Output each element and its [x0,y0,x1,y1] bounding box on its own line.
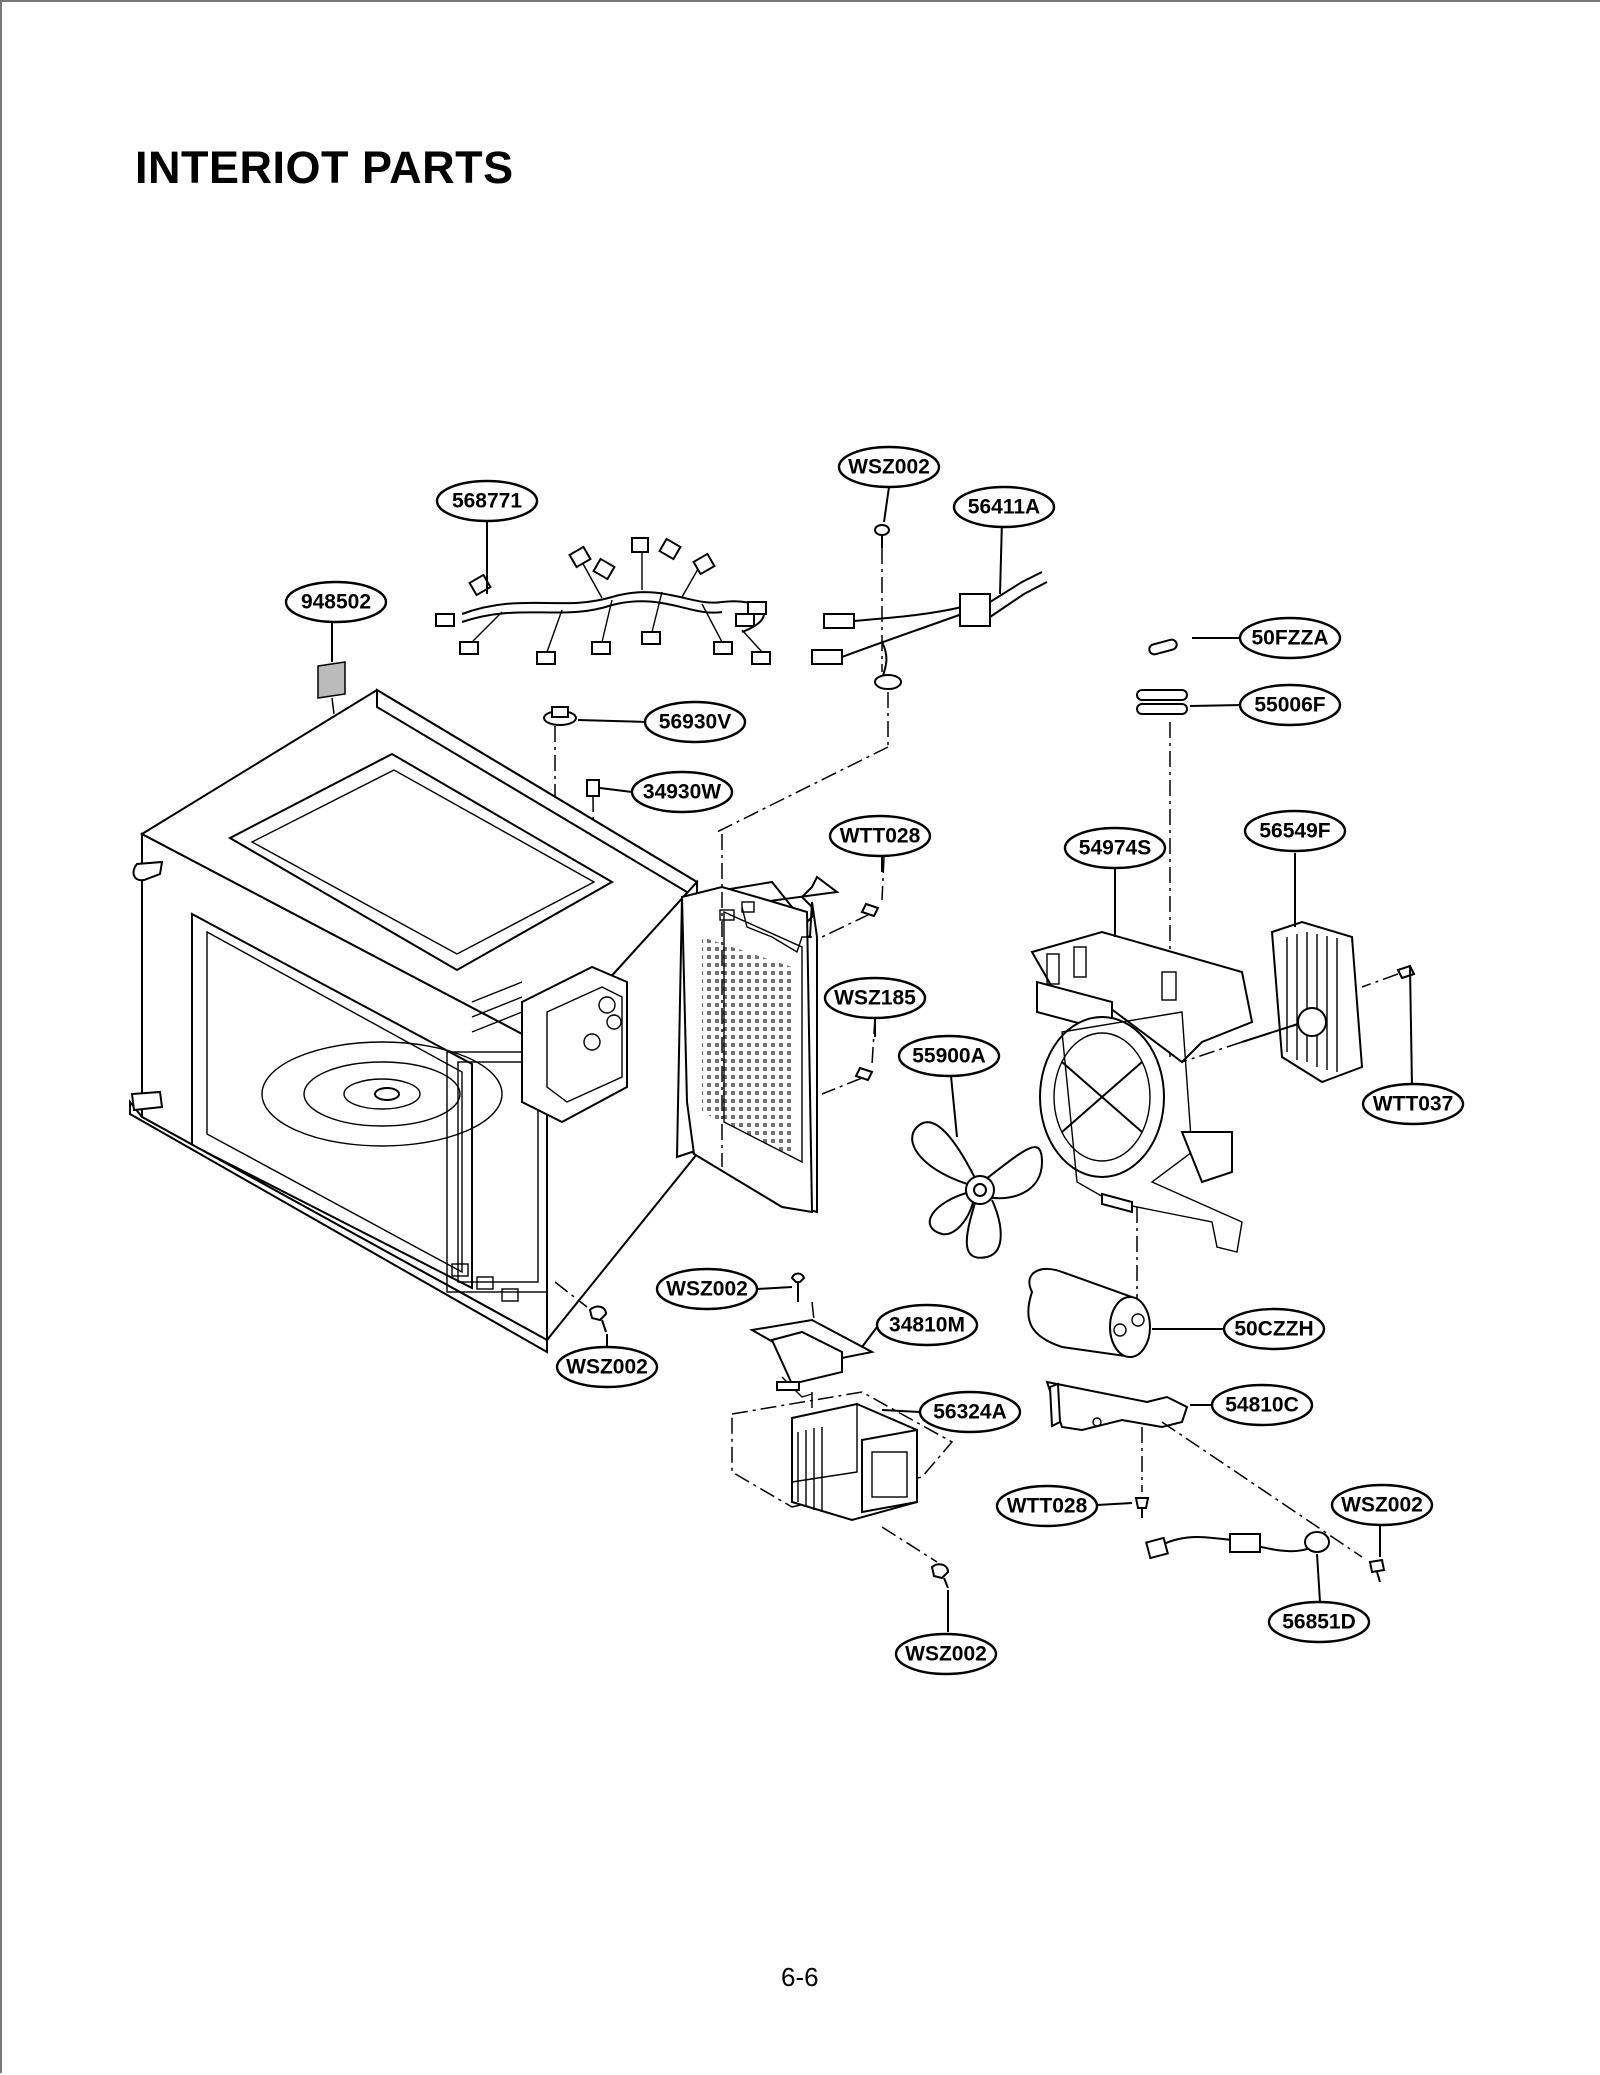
svg-text:50FZZA: 50FZZA [1251,627,1328,650]
callout-50fzza: 50FZZA [1238,616,1342,660]
part-wsz002-screw-right [1368,1558,1386,1583]
callout-948502: 948502 [284,580,388,624]
callout-wsz002-left: WSZ002 [555,1345,659,1389]
callout-34810m: 34810M [875,1303,979,1347]
svg-text:54810C: 54810C [1225,1394,1299,1417]
part-50fzza-fuse [1148,638,1178,656]
page-title: INTERIOT PARTS [135,142,514,193]
part-wtt028-screw-top [821,856,885,938]
svg-text:56549F: 56549F [1259,820,1330,843]
svg-text:55900A: 55900A [912,1045,986,1068]
part-56549f-fan-motor [1181,920,1364,1084]
callout-wsz002-bottom: WSZ002 [894,1632,998,1676]
part-568771-wire-harness [435,537,771,665]
callout-56930v: 56930V [643,700,747,744]
svg-text:948502: 948502 [301,591,371,614]
callout-wtt028-top: WTT028 [828,814,932,858]
svg-text:568771: 568771 [452,490,522,513]
svg-text:WTT028: WTT028 [1007,1495,1088,1518]
callout-55006f: 55006F [1238,683,1342,727]
part-wtt037-screw [1361,964,1416,988]
part-side-panel [675,834,840,1214]
callout-56411a: 56411A [952,485,1056,529]
part-oven-cavity [129,688,699,1354]
page-number: 6-6 [781,1962,819,1992]
callout-wsz002-mid: WSZ002 [655,1267,759,1311]
svg-text:34930W: 34930W [643,781,721,804]
part-wtt028-screw-bottom [1134,1497,1150,1518]
part-54810c-capacitor-bracket [1045,1380,1363,1558]
callout-54810c: 54810C [1210,1383,1314,1427]
part-34810m-bracket [749,1301,875,1432]
callout-50czzh: 50CZZH [1222,1307,1326,1351]
part-56851d-wire [1145,1531,1330,1560]
svg-text:WSZ185: WSZ185 [834,987,916,1010]
svg-text:WSZ002: WSZ002 [905,1643,987,1666]
callout-568771: 568771 [435,479,539,523]
svg-text:WSZ002: WSZ002 [666,1278,748,1301]
svg-text:WSZ002: WSZ002 [1341,1494,1423,1517]
callout-wsz185: WSZ185 [823,976,927,1020]
callout-56549f: 56549F [1243,809,1347,853]
part-50czzh-capacitor [1027,1267,1151,1359]
svg-text:54974S: 54974S [1079,837,1151,860]
callout-56851d: 56851D [1267,1600,1371,1644]
callout-55900a: 55900A [897,1034,1001,1078]
part-56411a-cord [716,571,1048,833]
callout-54974s: 54974S [1063,826,1167,870]
part-wsz185-screw [821,1017,876,1095]
part-56324a-transformer [731,1391,954,1563]
callout-34930w: 34930W [630,770,734,814]
svg-text:56411A: 56411A [968,496,1040,519]
svg-text:56930V: 56930V [659,711,731,734]
svg-text:WSZ002: WSZ002 [566,1356,648,1379]
leader-lines [331,486,1413,1632]
callout-wsz002-top: WSZ002 [837,445,941,489]
svg-text:56324A: 56324A [933,1401,1007,1424]
part-wsz002-screw-bottom [930,1563,950,1589]
callout-wtt028-bottom: WTT028 [995,1484,1099,1528]
part-wsz002-screw-top [874,524,890,672]
part-54974s-fan-duct [1030,930,1254,1302]
svg-text:WTT028: WTT028 [840,825,921,848]
callout-56324a: 56324A [918,1390,1022,1434]
part-55900a-fan-blade [911,1121,1044,1259]
callout-wsz002-right: WSZ002 [1330,1483,1434,1527]
svg-text:WSZ002: WSZ002 [848,456,930,479]
part-wsz002-screw-mid [790,1272,806,1302]
part-wsz002-screw-left [554,1281,608,1333]
callout-wtt037: WTT037 [1361,1082,1465,1126]
svg-text:55006F: 55006F [1254,694,1325,717]
svg-text:34810M: 34810M [889,1314,965,1337]
svg-text:50CZZH: 50CZZH [1234,1318,1313,1341]
svg-text:56851D: 56851D [1282,1611,1356,1634]
svg-text:WTT037: WTT037 [1373,1093,1454,1116]
